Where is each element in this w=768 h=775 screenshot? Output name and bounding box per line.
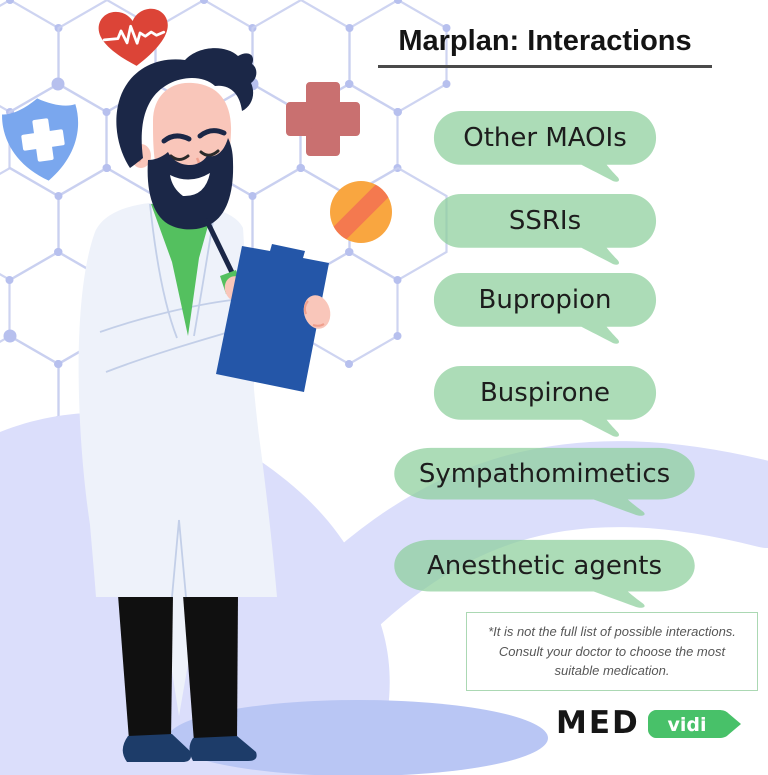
interaction-label: Sympathomimetics: [418, 458, 671, 489]
right-leg: [183, 595, 238, 742]
hair: [116, 48, 257, 168]
logo-vidi-text: vidi: [667, 714, 706, 736]
interaction-badge-anesthetic-agents: Anesthetic agents: [393, 539, 696, 609]
gripping-hand: [303, 295, 331, 329]
heartbeat-heart-icon: [98, 8, 168, 66]
speech-bubble-shape: [394, 447, 695, 516]
speech-bubble-shape: [433, 365, 657, 437]
right-shoe: [189, 736, 257, 761]
closed-eyes: [169, 149, 220, 161]
interaction-badge-buspirone: Buspirone: [433, 365, 657, 438]
medical-cross-icon: [286, 82, 360, 156]
speech-bubble-shape: [433, 193, 657, 265]
left-shoe: [122, 734, 191, 762]
green-shirt: [151, 201, 215, 336]
shield-cross-icon: [2, 98, 79, 181]
interaction-label: Anesthetic agents: [426, 550, 663, 581]
speech-bubble-shape: [433, 272, 657, 344]
doctor-illustration: [78, 48, 331, 762]
disclaimer-box: *It is not the full list of possible int…: [466, 612, 758, 691]
interaction-badge-other-maois: Other MAOIs: [433, 110, 657, 183]
left-leg: [118, 595, 173, 740]
page-title: Marplan: Interactions: [378, 25, 712, 68]
eyebrows: [161, 128, 227, 144]
interaction-label: SSRIs: [508, 205, 582, 236]
interaction-badge-bupropion: Bupropion: [433, 272, 657, 345]
title-block: Marplan: Interactions: [378, 25, 712, 68]
interaction-badge-sympathomimetics: Sympathomimetics: [393, 447, 696, 517]
interaction-label: Bupropion: [478, 284, 612, 315]
interaction-label: Buspirone: [479, 377, 611, 408]
speech-bubble-shape: [433, 110, 657, 182]
interaction-badge-ssris: SSRIs: [433, 193, 657, 266]
ground-shadow: [168, 700, 548, 775]
medvidi-logo: MED vidi: [556, 708, 743, 739]
logo-med-text: MED: [556, 705, 640, 741]
finger-lines: [303, 300, 325, 327]
speech-bubble-shape: [394, 539, 695, 608]
smile: [170, 173, 210, 197]
clipboard: [216, 244, 329, 392]
pill-icon: [329, 180, 393, 244]
disclaimer-text: *It is not the full list of possible int…: [488, 624, 736, 678]
interaction-label: Other MAOIs: [463, 122, 627, 153]
logo-vidi-tag: vidi: [647, 709, 741, 738]
